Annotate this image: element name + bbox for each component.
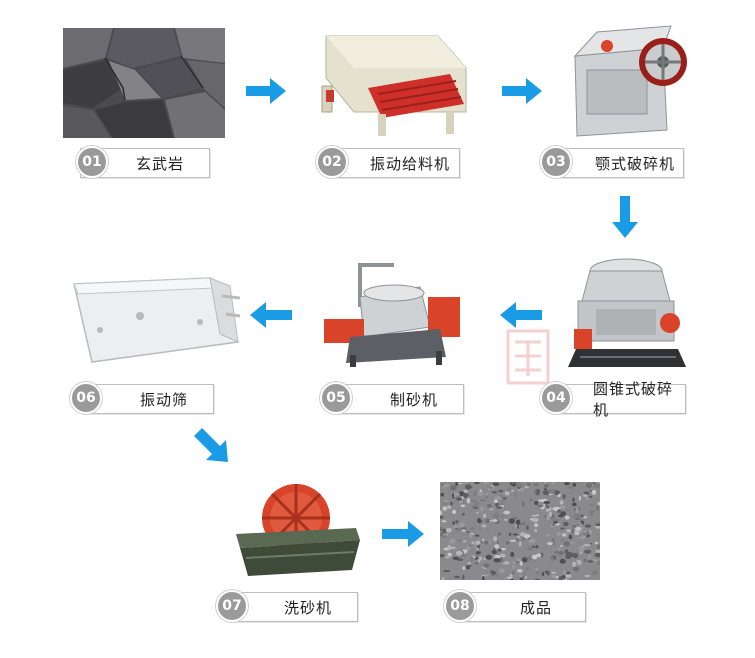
step-label-text: 玄武岩 (135, 154, 184, 173)
sand-maker-image (320, 257, 466, 369)
arrow-down-icon (612, 196, 638, 238)
step-label-text: 圆锥式破碎机 (593, 380, 674, 419)
step-label-text: 颚式破碎机 (594, 154, 675, 173)
gravel-product-image (440, 482, 600, 580)
step-number-badge: 08 (444, 590, 476, 622)
vibrating-feeder-image (318, 28, 468, 140)
step-label-text: 洗砂机 (283, 598, 332, 617)
arrow-left-icon (500, 302, 542, 328)
step-number-badge: 02 (316, 146, 348, 178)
step-label-07: 洗砂机 (228, 592, 358, 622)
step-number-badge: 07 (216, 590, 248, 622)
step-label-text: 振动给料机 (369, 154, 450, 173)
step-number-badge: 04 (540, 382, 572, 414)
watermark-seal (505, 328, 551, 386)
step-label-03: 颚式破碎机 (556, 148, 684, 178)
step-label-05: 制砂机 (334, 384, 464, 414)
step-label-text: 制砂机 (389, 390, 438, 409)
step-label-text: 振动筛 (139, 390, 188, 409)
sand-washer-image (232, 478, 362, 578)
vibrating-screen-image (70, 276, 240, 366)
jaw-crusher-image (567, 18, 691, 140)
arrow-diagonal-icon (194, 428, 234, 468)
step-number-badge: 06 (70, 382, 102, 414)
step-label-08: 成品 (456, 592, 586, 622)
step-label-02: 振动给料机 (330, 148, 460, 178)
step-number-badge: 03 (540, 146, 572, 178)
arrow-right-icon (502, 78, 542, 104)
step-label-text: 成品 (519, 598, 552, 617)
arrow-right-icon (246, 78, 286, 104)
step-number-badge: 01 (76, 146, 108, 178)
step-label-04: 圆锥式破碎机 (556, 380, 686, 419)
step-label-06: 振动筛 (84, 384, 214, 414)
arrow-left-icon (250, 302, 292, 328)
arrow-right-icon (382, 521, 424, 547)
basalt-rock-image (63, 28, 225, 138)
step-number-badge: 05 (320, 382, 352, 414)
cone-crusher-image (566, 253, 690, 371)
